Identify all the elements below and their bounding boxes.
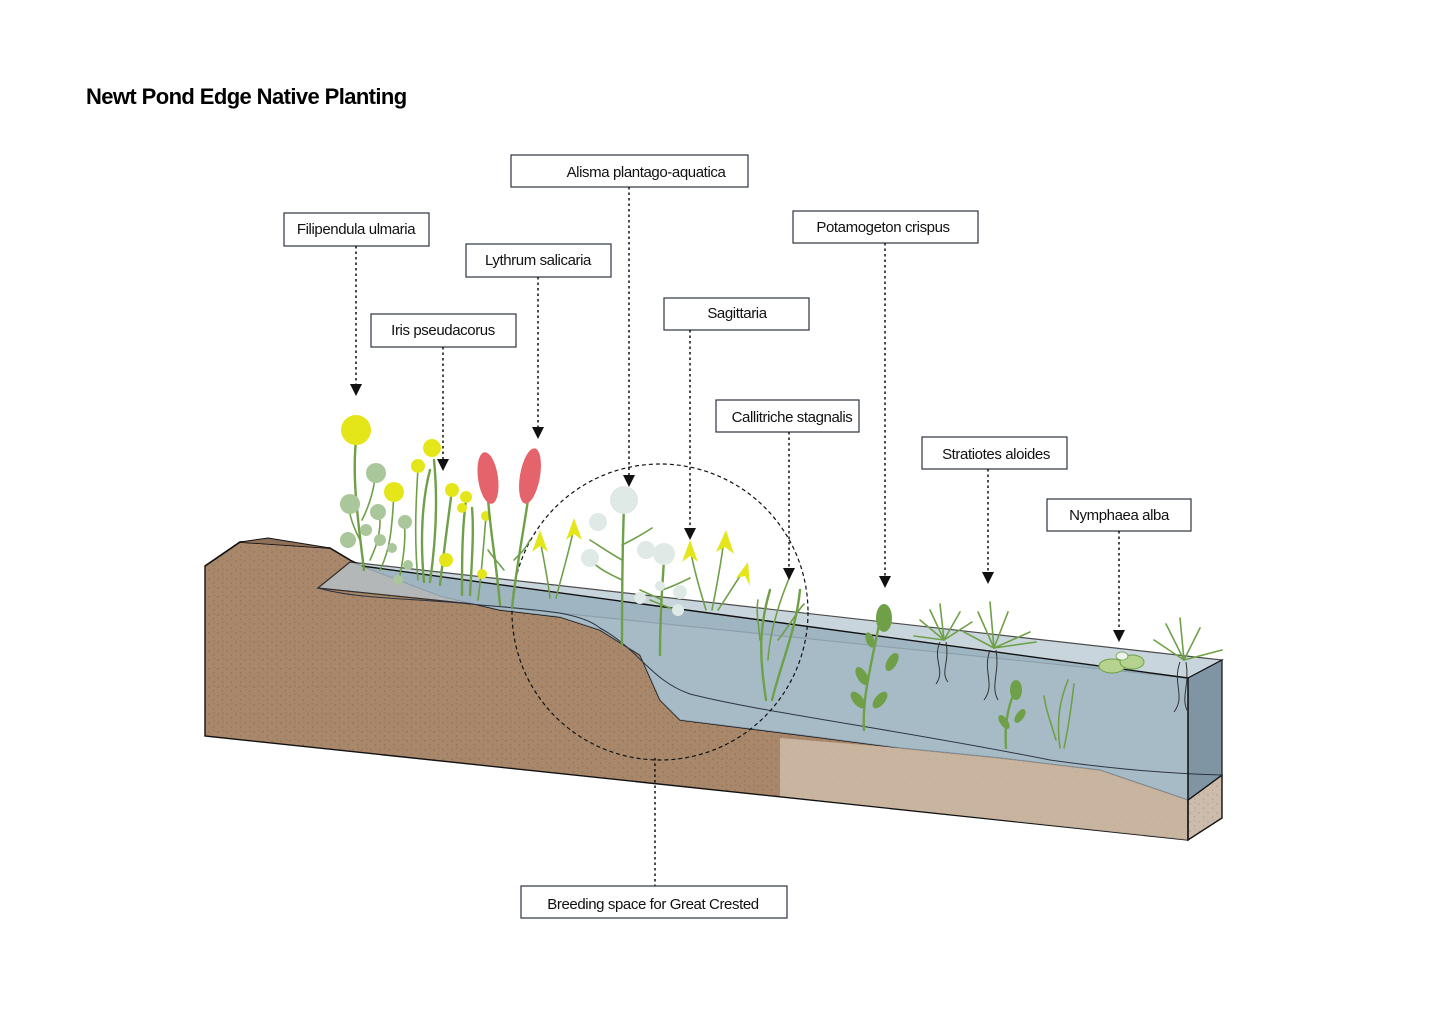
label-sagittaria: Sagittaria	[663, 297, 810, 540]
label-lythrum: Lythrum salicaria	[465, 243, 612, 439]
lythrum-plant	[477, 448, 541, 610]
label-breeding-text: Breeding space for Great Crested	[547, 896, 759, 913]
label-nymphaea-text: Nymphaea alba	[1069, 507, 1170, 524]
nymphaea-plant	[1098, 651, 1145, 674]
callitriche-plant	[756, 575, 805, 702]
label-stratiotes-text: Stratiotes aloides	[942, 446, 1050, 463]
label-alisma: Alisma plantago-aquatica	[510, 154, 749, 487]
label-stratiotes: Stratiotes aloides	[921, 436, 1068, 584]
filipendula-plant	[340, 415, 413, 585]
label-nymphaea: Nymphaea alba	[1046, 498, 1192, 642]
label-callitriche-text: Callitriche stagnalis	[732, 409, 853, 426]
label-iris: Iris pseudacorus	[370, 313, 517, 471]
stratiotes-plant	[913, 601, 1223, 749]
water-front-face	[362, 566, 1188, 800]
label-lythrum-text: Lythrum salicaria	[485, 252, 592, 269]
label-filipendula: Filipendula ulmaria	[283, 212, 430, 396]
alisma-plant	[581, 486, 691, 657]
potamogeton-plant	[850, 604, 1026, 750]
breeding-zone-circle	[511, 463, 809, 761]
diagram-title: Newt Pond Edge Native Planting	[86, 84, 407, 109]
water-side-face	[1187, 659, 1223, 802]
label-breeding-space: Breeding space for Great Crested	[520, 758, 788, 919]
sand-layer	[780, 738, 1188, 840]
label-potamogeton: Potamogeton crispus	[792, 210, 979, 588]
label-alisma-text: Alisma plantago-aquatica	[567, 164, 727, 181]
pond-cross-section	[204, 537, 1224, 842]
label-potamogeton-text: Potamogeton crispus	[816, 219, 949, 236]
label-callitriche: Callitriche stagnalis	[715, 399, 860, 580]
label-filipendula-text: Filipendula ulmaria	[297, 221, 416, 238]
label-sagittaria-text: Sagittaria	[707, 305, 767, 322]
label-iris-text: Iris pseudacorus	[391, 322, 495, 339]
sagittaria-plant	[532, 518, 750, 611]
